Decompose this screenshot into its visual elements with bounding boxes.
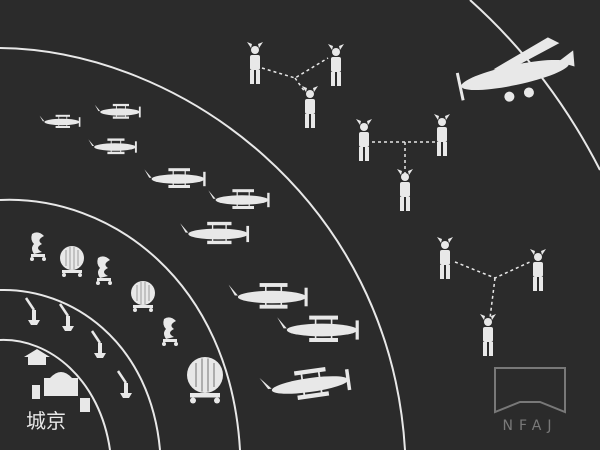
fighter-zone-arc bbox=[0, 198, 241, 450]
nfaj-logo: NFAJ bbox=[494, 367, 566, 434]
observer-group-top bbox=[247, 42, 344, 128]
buildings-icon bbox=[24, 349, 90, 412]
observer-zone-arc bbox=[0, 47, 406, 450]
monoplane-icon bbox=[455, 37, 575, 102]
city-label: 城京 bbox=[26, 409, 66, 433]
observer-group-middle bbox=[356, 114, 450, 211]
observer-group-bottom bbox=[437, 237, 546, 356]
searchlight-icon bbox=[59, 245, 85, 278]
city-zone-arc bbox=[0, 338, 111, 450]
searchlight-icon bbox=[186, 356, 224, 405]
searchlight-icon bbox=[130, 280, 156, 313]
watermark-text: NFAJ bbox=[503, 418, 558, 434]
searchlight-zone-arc bbox=[0, 288, 161, 450]
